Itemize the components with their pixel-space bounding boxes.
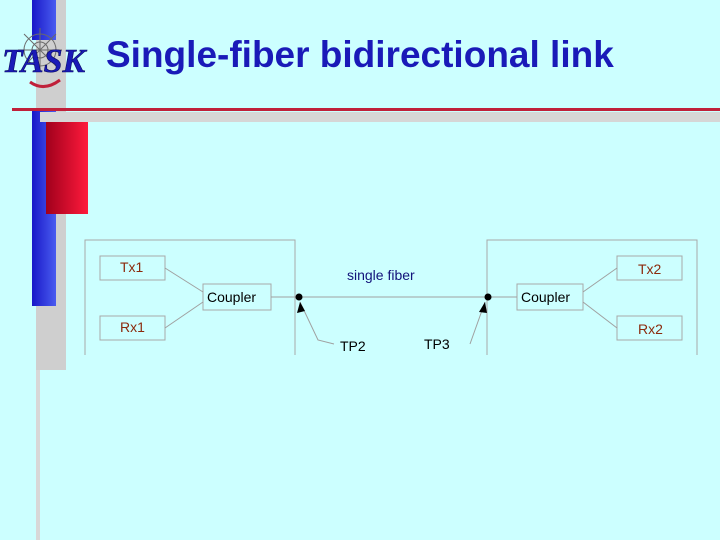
right-node-frame (486, 239, 698, 355)
task-logo: TASK (2, 28, 88, 88)
connector-lines (164, 267, 618, 345)
rx1-label: Rx1 (120, 319, 145, 335)
spider-web-icon (18, 28, 62, 72)
tp3-arrowhead (479, 302, 487, 313)
left-blue-bar-top (32, 0, 56, 40)
tp3-point (484, 293, 492, 301)
left-node-frame (84, 239, 296, 355)
logo-swoosh (29, 78, 61, 88)
slide-title: Single-fiber bidirectional link (106, 34, 614, 75)
fiber-label: single fiber (347, 267, 415, 283)
tx2-label: Tx2 (638, 261, 662, 277)
logo-text: TASK (2, 43, 87, 80)
title-underline (12, 108, 720, 111)
rx2-label: Rx2 (638, 321, 663, 337)
left-gray-stripe-lower (36, 370, 40, 540)
left-red-block (46, 122, 88, 214)
right-coupler-label: Coupler (521, 289, 570, 305)
tp2-point (295, 293, 303, 301)
tp2-label: TP2 (340, 338, 366, 354)
tp2-arrowhead (297, 302, 305, 313)
title-shadow-rule (40, 112, 720, 122)
left-coupler-label: Coupler (207, 289, 256, 305)
tx1-label: Tx1 (120, 259, 144, 275)
tp3-label: TP3 (424, 336, 450, 352)
